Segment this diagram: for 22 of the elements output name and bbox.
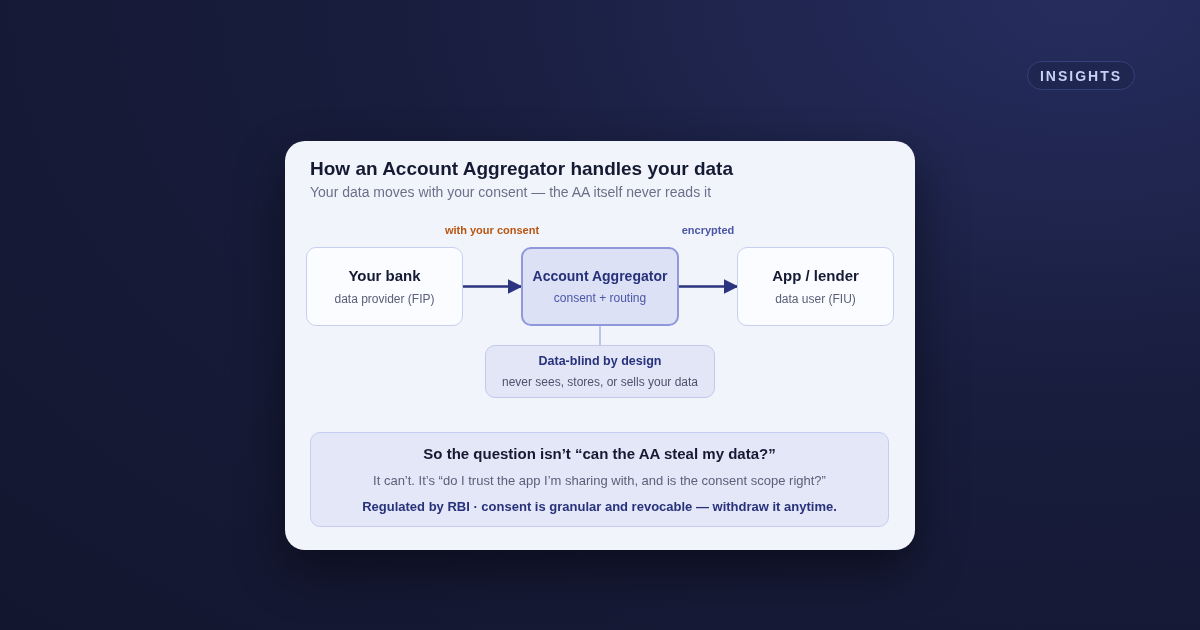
diagram-title: How an Account Aggregator handles your data xyxy=(310,158,733,180)
node-title: App / lender xyxy=(771,266,860,287)
note-box xyxy=(485,345,715,398)
category-badge: INSIGHTS xyxy=(1027,61,1135,90)
node-subtitle: data user (FIU) xyxy=(774,290,857,307)
note-text: never sees, stores, or sells your data xyxy=(500,373,700,391)
hub-box xyxy=(521,247,679,326)
subtitle: Your data moves with your consent — the AA itself never reads it xyxy=(310,184,712,200)
panel-text: It can’t. It’s “do I trust the app I’m sharing with, and is the consent scope right?” xyxy=(372,472,827,490)
node-title: Account Aggregator xyxy=(531,266,669,286)
arrow xyxy=(463,279,523,294)
panel-heading: So the question isn’t “can the AA steal my data?” xyxy=(422,443,777,464)
panel-footnote: Regulated by RBI · consent is granular and revocable — withdraw it anytime. xyxy=(361,497,838,516)
process-box xyxy=(306,247,463,326)
process-box xyxy=(737,247,894,326)
node-subtitle: data provider (FIP) xyxy=(333,290,436,307)
summary-panel xyxy=(310,432,889,527)
arrow xyxy=(679,279,739,294)
node-title: Your bank xyxy=(347,266,422,287)
node-subtitle: consent + routing xyxy=(552,289,648,307)
connector-line xyxy=(599,325,601,346)
note-title: Data-blind by design xyxy=(537,352,663,370)
